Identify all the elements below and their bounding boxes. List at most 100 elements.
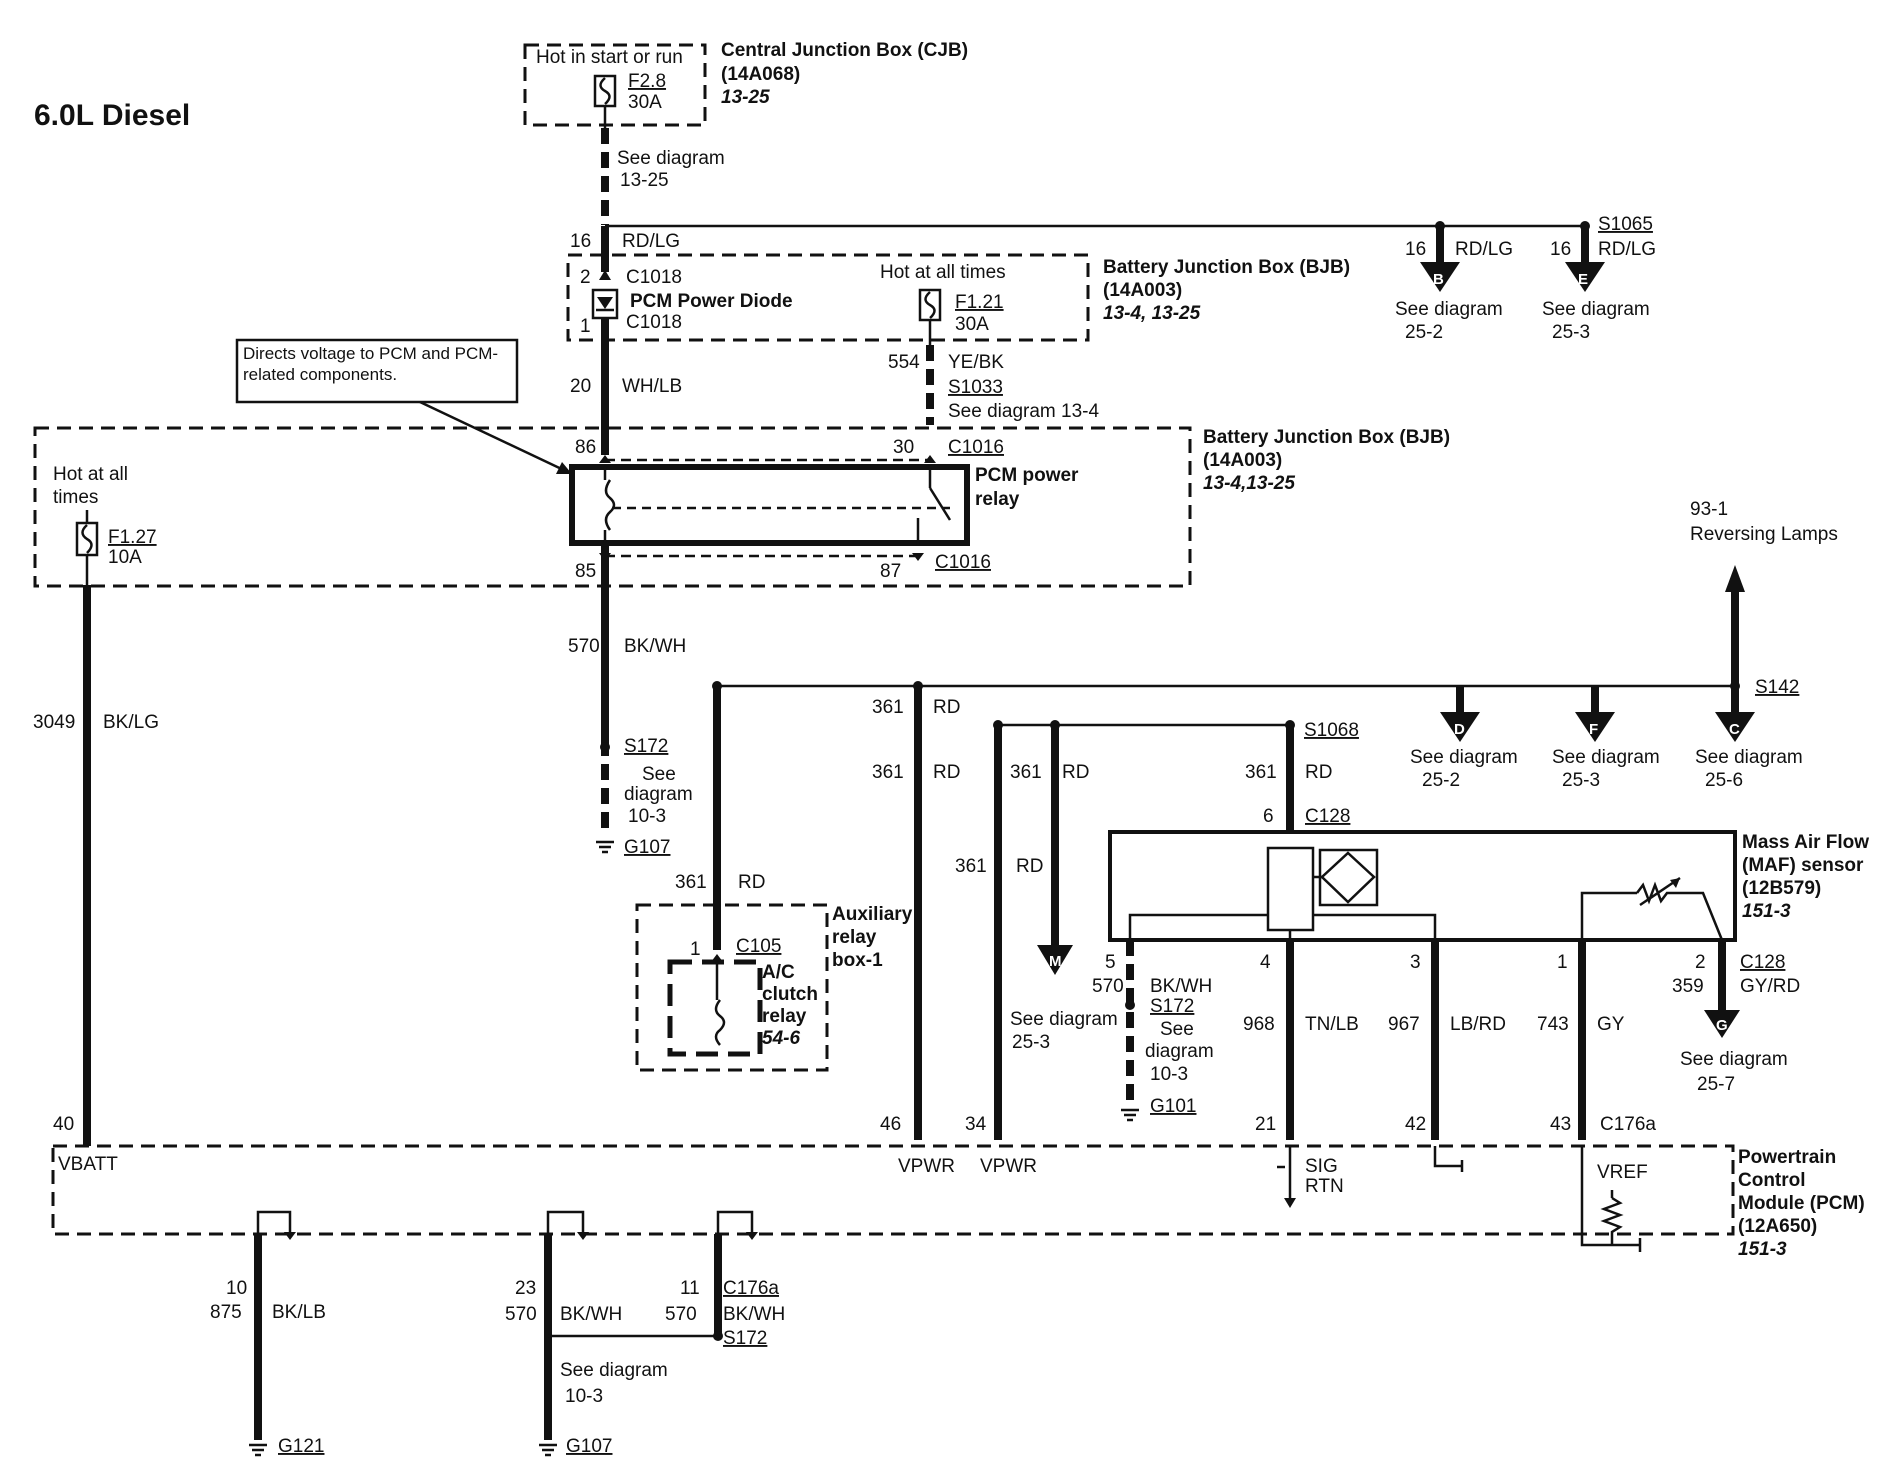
- relay-switch-icon: [928, 487, 952, 521]
- aux-relay-l3: relay: [762, 1006, 807, 1027]
- branch-c-ref: 25-6: [1705, 770, 1743, 791]
- circuit-3049: 3049: [33, 712, 75, 733]
- aux-relay-l1: A/C: [762, 962, 795, 983]
- maf-element: [1266, 846, 1315, 932]
- arrow-down-icon: [1440, 712, 1480, 742]
- cjb-box: [523, 43, 707, 127]
- bjb-upper-part: (14A003): [1103, 280, 1182, 301]
- bjb-lower-part: (14A003): [1203, 450, 1282, 471]
- connector-letter-g: G: [1716, 1017, 1728, 1034]
- maf-pin3: 3: [1410, 952, 1421, 973]
- aux-color: RD: [738, 872, 765, 893]
- bjb-lower-fuse-id: F1.27: [108, 527, 157, 548]
- color-bkwh: BK/WH: [624, 636, 686, 657]
- pcm-name-l1: Powertrain: [1738, 1147, 1836, 1168]
- pcm-bklb: BK/LB: [272, 1302, 326, 1323]
- bridge-icon: [1320, 851, 1376, 904]
- rd-circuit-c: 361: [1010, 762, 1042, 783]
- maf-pin2: 2: [1695, 952, 1706, 973]
- branch-b-ref: 25-2: [1405, 322, 1443, 343]
- pcm-vpwr2: VPWR: [980, 1156, 1037, 1177]
- pcm-box: [51, 1144, 1735, 1236]
- maf-see-ref: 10-3: [1150, 1064, 1188, 1085]
- maf-diagram: diagram: [1145, 1041, 1214, 1062]
- relay-coil-icon: [604, 479, 616, 531]
- splice-s1033: S1033: [948, 377, 1003, 398]
- splice-s1065: S1065: [1598, 214, 1653, 235]
- pcm-c570a: 570: [505, 1304, 537, 1325]
- c1016-a: C1016: [948, 437, 1004, 458]
- maf-pin5: 5: [1105, 952, 1116, 973]
- page-title: 6.0L Diesel: [34, 99, 190, 132]
- pcm-g107: G107: [566, 1436, 612, 1457]
- branch-b-color: RD/LG: [1455, 239, 1513, 260]
- branch-e-color: RD/LG: [1598, 239, 1656, 260]
- aux-relay-box: [635, 903, 829, 1072]
- rd-color-c: RD: [1062, 762, 1089, 783]
- connector-letter-m: M: [1049, 953, 1062, 970]
- rd-circuit-d: 361: [955, 856, 987, 877]
- maf-gy: GY: [1597, 1014, 1625, 1035]
- relay-label-l1: PCM power: [975, 465, 1079, 486]
- pcm-conn-b: C176a: [723, 1278, 779, 1299]
- bjb-c1018-b: C1018: [626, 312, 682, 333]
- pcm-pin11: 11: [680, 1278, 700, 1299]
- arrow-down-icon: [1704, 1010, 1740, 1038]
- rd-circuit-e: 361: [1245, 762, 1277, 783]
- branch-e-ref: 25-3: [1552, 322, 1590, 343]
- fuse-icon: [918, 288, 942, 322]
- reversing-l1: 93-1: [1690, 499, 1728, 520]
- pcm-conn: C176a: [1600, 1114, 1656, 1135]
- pcm-pin34: 34: [965, 1114, 987, 1135]
- aux-circuit: 361: [675, 872, 707, 893]
- pcm-pin10: 10: [226, 1278, 247, 1299]
- fuse-icon: [75, 521, 99, 557]
- cjb-ref: 13-25: [721, 87, 770, 108]
- connector-letter-b: B: [1433, 271, 1444, 288]
- maf-s172: S172: [1150, 996, 1194, 1017]
- bjb-lower-name: Battery Junction Box (BJB): [1203, 427, 1450, 448]
- rd-color-d: RD: [1016, 856, 1043, 877]
- maf-part: (12B579): [1742, 878, 1821, 899]
- branch-e-circuit: 16: [1550, 239, 1571, 260]
- bjb-lower-box: [33, 426, 1192, 588]
- pcm-name-l2: Control: [1738, 1170, 1806, 1191]
- s172-see: See: [642, 764, 676, 785]
- resistor-icon: [1636, 881, 1724, 941]
- pcm-part: (12A650): [1738, 1216, 1817, 1237]
- pin-30: 30: [893, 437, 914, 458]
- pcm-pin46: 46: [880, 1114, 901, 1135]
- pcm-c875: 875: [210, 1302, 242, 1323]
- branch-m-ref: 25-3: [1012, 1032, 1050, 1053]
- splice-s172: S172: [624, 736, 668, 757]
- arrow-down-icon: [1420, 262, 1460, 292]
- bjb-upper-box: [566, 253, 1090, 342]
- splice-s1068: S1068: [1304, 720, 1359, 741]
- pcm-see-ref: 10-3: [565, 1386, 603, 1407]
- aux-box-l1: Auxiliary: [832, 904, 913, 925]
- maf-gyrd: GY/RD: [1740, 976, 1800, 997]
- circuit-20: 20: [570, 376, 591, 397]
- cjb-hot-label: Hot in start or run: [536, 47, 683, 68]
- pcm-c570b: 570: [665, 1304, 697, 1325]
- circuit-554: 554: [888, 352, 920, 373]
- pin-85: 85: [575, 561, 596, 582]
- pcm-vpwr1: VPWR: [898, 1156, 955, 1177]
- branch-g-ref: 25-7: [1697, 1074, 1735, 1095]
- maf-lbrd: LB/RD: [1450, 1014, 1506, 1035]
- branch-e-see: See diagram: [1542, 299, 1650, 320]
- pcm-name-l3: Module (PCM): [1738, 1193, 1865, 1214]
- aux-pin1: 1: [690, 939, 701, 960]
- rd-color-e: RD: [1305, 762, 1332, 783]
- c1016-b: C1016: [935, 552, 991, 573]
- bjb-hot-label: Hot at all times: [880, 262, 1006, 283]
- branch-f-see: See diagram: [1552, 747, 1660, 768]
- maf-c359: 359: [1672, 976, 1704, 997]
- cjb-part: (14A068): [721, 64, 800, 85]
- maf-pin1: 1: [1557, 952, 1568, 973]
- aux-relay-l2: clutch: [762, 984, 818, 1005]
- aux-c105: C105: [736, 936, 781, 957]
- cjb-see-diagram: See diagram: [617, 148, 725, 169]
- maf-c743: 743: [1537, 1014, 1569, 1035]
- color-bklg: BK/LG: [103, 712, 159, 733]
